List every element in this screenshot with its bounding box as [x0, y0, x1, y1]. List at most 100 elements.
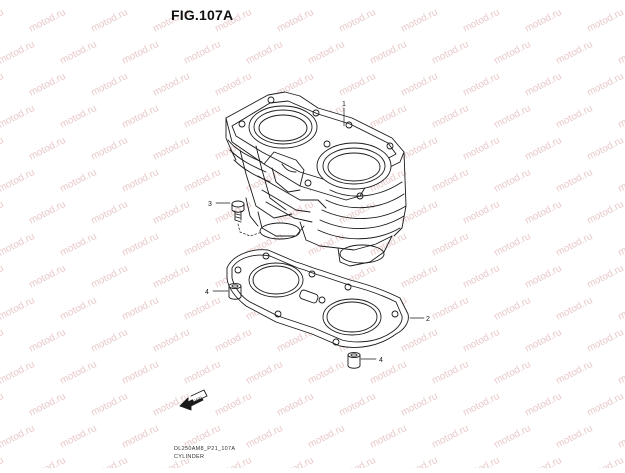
watermark-text: motod.ru: [58, 359, 98, 387]
watermark-text: motod.ru: [585, 135, 625, 163]
watermark-text: motod.ru: [523, 135, 563, 163]
watermark-text: motod.ru: [213, 327, 253, 355]
watermark-text: motod.ru: [0, 0, 37, 3]
watermark-text: motod.ru: [554, 423, 594, 451]
watermark-text: motod.ru: [616, 231, 625, 259]
watermark-text: motod.ru: [461, 391, 501, 419]
watermark-text: motod.ru: [585, 391, 625, 419]
watermark-text: motod.ru: [337, 455, 377, 468]
watermark-text: motod.ru: [275, 455, 315, 468]
watermark-text: motod.ru: [0, 295, 37, 323]
watermark-text: motod.ru: [461, 7, 501, 35]
watermark-text: motod.ru: [120, 423, 160, 451]
watermark-text: motod.ru: [337, 71, 377, 99]
watermark-text: motod.ru: [89, 455, 129, 468]
watermark-text: motod.ru: [120, 359, 160, 387]
watermark-text: motod.ru: [523, 455, 563, 468]
watermark-text: motod.ru: [182, 231, 222, 259]
watermark-text: motod.ru: [368, 39, 408, 67]
watermark-text: motod.ru: [430, 0, 470, 3]
watermark-text: motod.ru: [399, 199, 439, 227]
watermark-text: motod.ru: [244, 0, 284, 3]
watermark-text: motod.ru: [430, 103, 470, 131]
watermark-text: motod.ru: [120, 167, 160, 195]
watermark-text: motod.ru: [585, 327, 625, 355]
watermark-text: motod.ru: [89, 327, 129, 355]
watermark-text: motod.ru: [306, 39, 346, 67]
watermark-text: motod.ru: [151, 263, 191, 291]
watermark-text: motod.ru: [430, 295, 470, 323]
watermark-text: motod.ru: [213, 391, 253, 419]
watermark-text: motod.ru: [461, 263, 501, 291]
watermark-text: motod.ru: [89, 71, 129, 99]
watermark-text: motod.ru: [616, 167, 625, 195]
watermark-text: motod.ru: [0, 423, 37, 451]
watermark-text: motod.ru: [337, 199, 377, 227]
watermark-text: motod.ru: [120, 231, 160, 259]
watermark-text: motod.ru: [244, 39, 284, 67]
watermark-text: motod.ru: [0, 103, 37, 131]
leader-lines: [212, 107, 425, 360]
cylinder-gasket: [226, 249, 409, 348]
watermark-text: motod.ru: [585, 71, 625, 99]
watermark-text: motod.ru: [0, 167, 37, 195]
callout-numbers: 1 2 3 4 4 FWD: [192, 101, 430, 404]
watermark-text: motod.ru: [368, 0, 408, 3]
callout-1: 1: [342, 101, 346, 108]
watermark-text: motod.ru: [492, 39, 532, 67]
watermark-text: motod.ru: [399, 391, 439, 419]
watermark-text: motod.ru: [616, 0, 625, 3]
watermark-text: motod.ru: [244, 423, 284, 451]
watermark-text: motod.ru: [182, 359, 222, 387]
watermark-text: motod.ru: [120, 295, 160, 323]
watermark-text: motod.ru: [585, 7, 625, 35]
watermark-text: motod.ru: [182, 103, 222, 131]
watermark-text: motod.ru: [461, 199, 501, 227]
watermark-text: motod.ru: [523, 391, 563, 419]
watermark-text: motod.ru: [430, 231, 470, 259]
watermark-text: motod.ru: [0, 135, 6, 163]
watermark-text: motod.ru: [120, 103, 160, 131]
watermark-text: motod.ru: [120, 0, 160, 3]
watermark-text: motod.ru: [492, 423, 532, 451]
watermark-text: motod.ru: [430, 423, 470, 451]
watermark-text: motod.ru: [120, 39, 160, 67]
watermark-text: motod.ru: [585, 455, 625, 468]
watermark-text: motod.ru: [0, 455, 6, 468]
watermark-text: motod.ru: [27, 263, 67, 291]
watermark-text: motod.ru: [151, 135, 191, 163]
watermark-text: motod.ru: [492, 231, 532, 259]
watermark-text: motod.ru: [554, 167, 594, 195]
watermark-text: motod.ru: [554, 359, 594, 387]
watermark-text: motod.ru: [58, 231, 98, 259]
watermark-text: motod.ru: [0, 263, 6, 291]
watermark-text: motod.ru: [368, 423, 408, 451]
watermark-text: motod.ru: [492, 167, 532, 195]
watermark-text: motod.ru: [399, 455, 439, 468]
watermark-text: motod.ru: [89, 135, 129, 163]
watermark-text: motod.ru: [275, 7, 315, 35]
watermark-text: motod.ru: [616, 39, 625, 67]
watermark-text: motod.ru: [27, 71, 67, 99]
watermark-text: motod.ru: [213, 455, 253, 468]
watermark-text: motod.ru: [58, 0, 98, 3]
watermark-text: motod.ru: [58, 39, 98, 67]
watermark-text: motod.ru: [399, 135, 439, 163]
watermark-text: motod.ru: [275, 199, 315, 227]
watermark-text: motod.ru: [337, 7, 377, 35]
fwd-label: FWD: [192, 395, 204, 404]
watermark-text: motod.ru: [554, 0, 594, 3]
watermark-text: motod.ru: [616, 423, 625, 451]
watermark-text: motod.ru: [89, 199, 129, 227]
watermark-text: motod.ru: [306, 423, 346, 451]
watermark-text: motod.ru: [585, 199, 625, 227]
watermark-text: motod.ru: [0, 7, 6, 35]
watermark-text: motod.ru: [27, 199, 67, 227]
callout-4b: 4: [379, 357, 383, 364]
watermark-text: motod.ru: [182, 167, 222, 195]
watermark-text: motod.ru: [616, 103, 625, 131]
watermark-text: motod.ru: [492, 103, 532, 131]
callout-2: 2: [426, 316, 430, 323]
